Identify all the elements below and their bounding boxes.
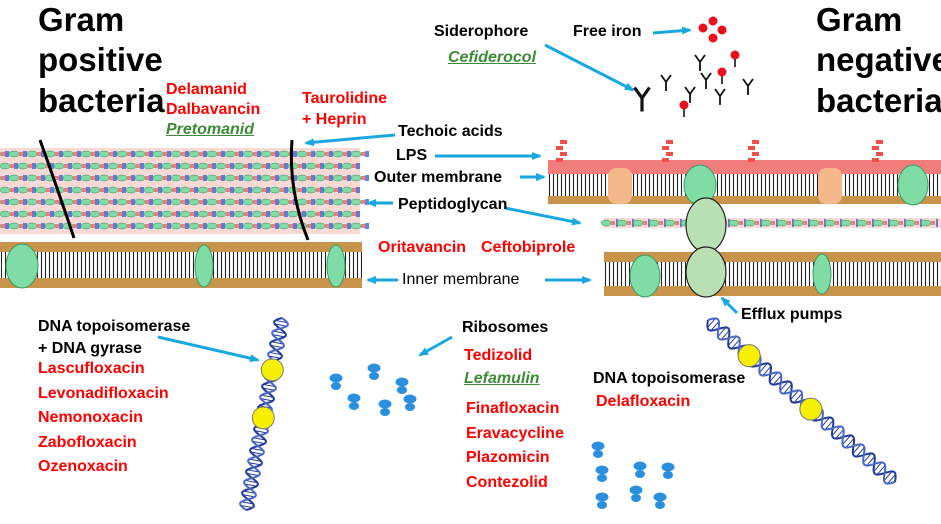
iron-icon xyxy=(708,16,718,26)
gram-negative-peptidoglycan xyxy=(600,218,941,228)
siderophore-icon xyxy=(742,78,754,95)
label-lps: LPS xyxy=(396,147,428,164)
drug-delafloxacin: Delafloxacin xyxy=(596,393,691,410)
techoic-acid-strand xyxy=(38,139,76,239)
label-free-iron: Free iron xyxy=(573,23,642,40)
ribosome-group xyxy=(329,363,675,509)
ribosome-icon xyxy=(403,394,417,411)
iron-icon xyxy=(717,67,727,84)
ribosome-icon xyxy=(653,492,667,509)
ribosome-icon xyxy=(633,461,647,478)
iron-icon xyxy=(708,33,718,43)
gram-negative-inner-membrane xyxy=(604,252,941,298)
gram-positive-title: Gram positive bacteria xyxy=(38,1,165,119)
drug-pretomanid: Pretomanid xyxy=(166,121,255,138)
iron-icon xyxy=(698,23,708,33)
label-siderophore: Siderophore xyxy=(434,23,529,40)
gram-positive-inner-membrane xyxy=(0,242,362,289)
siderophore-icon xyxy=(700,72,712,89)
drug-oritavancin: Oritavancin xyxy=(378,239,467,256)
label-techoic-acids: Techoic acids xyxy=(398,123,503,140)
gram-negative-outer-membrane xyxy=(548,140,941,206)
ribosome-icon xyxy=(591,441,605,458)
dna-helix-icon xyxy=(706,317,897,485)
iron-icon xyxy=(730,50,740,67)
gram-negative-title: Gram negative bacteria xyxy=(816,1,941,119)
siderophore-icon xyxy=(714,88,726,105)
arrow-icon xyxy=(157,26,739,363)
ribosome-icon xyxy=(367,363,381,380)
ribosome-icon xyxy=(347,393,361,410)
label-dna-topoisomerase-gyrase: DNA topoisomerase + DNA gyrase xyxy=(38,318,191,357)
lps-icon xyxy=(872,140,883,162)
gram-positive-peptidoglycan xyxy=(0,148,369,234)
drug-lefamulin: Lefamulin xyxy=(464,370,540,387)
ribosome-icon xyxy=(629,485,643,502)
siderophore-icon xyxy=(633,86,651,112)
membrane-protein-icon xyxy=(629,254,661,298)
siderophore-icon xyxy=(660,74,672,91)
lps-icon xyxy=(662,140,673,162)
techoic-acid-strand xyxy=(289,139,310,241)
siderophore-icon xyxy=(694,54,706,71)
drug-list-quinolones: Lascufloxacin Levonadifloxacin Nemonoxac… xyxy=(38,360,169,475)
membrane-protein-icon xyxy=(326,244,346,288)
drug-ceftobiprole: Ceftobiprole xyxy=(481,239,576,256)
drug-taurolidine-heprin: Taurolidine + Heprin xyxy=(302,90,388,128)
label-dna-topoisomerase: DNA topoisomerase xyxy=(593,370,746,387)
porin-icon xyxy=(818,168,842,204)
ribosome-icon xyxy=(378,399,392,416)
porin-icon xyxy=(608,168,632,204)
iron-icon xyxy=(717,25,727,35)
ribosome-icon xyxy=(595,492,609,509)
label-ribosomes: Ribosomes xyxy=(462,319,549,336)
label-efflux-pumps: Efflux pumps xyxy=(741,306,843,323)
ribosome-icon xyxy=(595,465,609,482)
iron-icon xyxy=(679,100,689,117)
drug-list-ribosome: Finafloxacin Eravacycline Plazomicin Con… xyxy=(466,400,564,491)
drug-tedizolid: Tedizolid xyxy=(464,347,533,364)
drug-cefiderocol: Cefiderocol xyxy=(448,49,537,66)
membrane-protein-icon xyxy=(897,164,929,206)
siderophore-group xyxy=(633,16,754,117)
label-inner-membrane: Inner membrane xyxy=(402,271,520,288)
ribosome-icon xyxy=(329,373,343,390)
label-outer-membrane: Outer membrane xyxy=(374,169,503,186)
membrane-protein-icon xyxy=(5,243,39,289)
siderophore-icon xyxy=(684,86,696,103)
dna-helix-icon xyxy=(239,317,289,511)
ribosome-icon xyxy=(395,377,409,394)
lps-icon xyxy=(556,140,567,162)
membrane-protein-icon xyxy=(812,253,832,295)
ribosome-icon xyxy=(661,462,675,479)
membrane-protein-icon xyxy=(194,244,214,288)
drug-list-cell-wall: Delamanid Dalbavancin xyxy=(166,81,261,118)
lps-icon xyxy=(748,140,759,162)
efflux-pump-icon xyxy=(685,197,727,298)
label-peptidoglycan: Peptidoglycan xyxy=(398,196,508,213)
